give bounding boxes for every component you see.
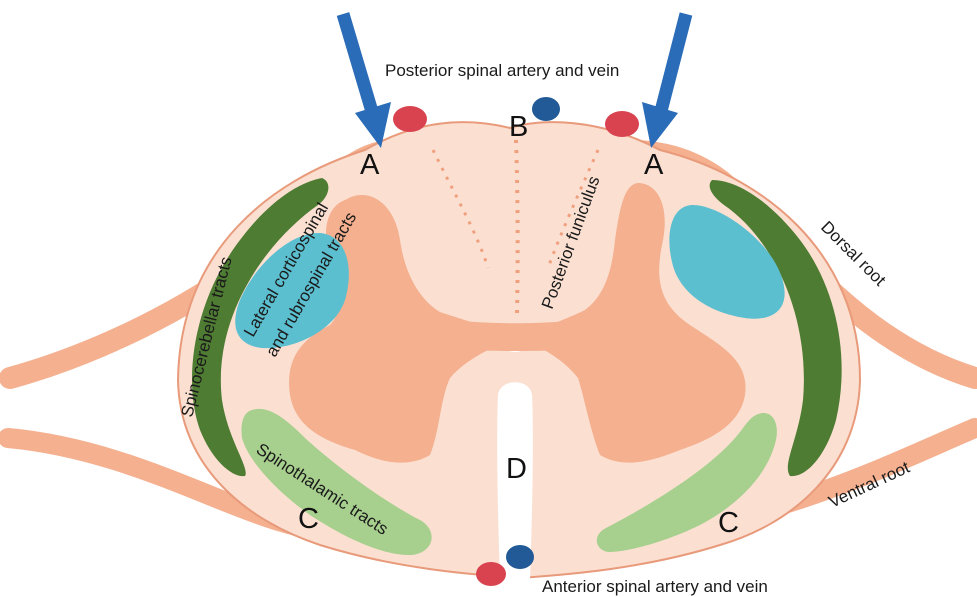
anterior-spinal-artery: [476, 562, 506, 586]
letter-c-right: C: [718, 507, 739, 539]
posterior-vessels-label: Posterior spinal artery and vein: [385, 61, 619, 80]
posterior-spinal-artery-right: [605, 111, 639, 137]
arrow-left: [343, 14, 391, 148]
letter-d: D: [506, 453, 527, 485]
posterior-spinal-artery-left: [393, 106, 427, 132]
anterior-vessels-label: Anterior spinal artery and vein: [542, 577, 768, 596]
arrow-right: [642, 14, 686, 148]
letter-a-left: A: [360, 149, 380, 181]
letter-c-left: C: [298, 503, 319, 535]
letter-b: B: [509, 111, 528, 143]
posterior-spinal-vein: [532, 97, 560, 121]
anterior-spinal-vein: [506, 545, 534, 569]
letter-a-right: A: [644, 149, 664, 181]
